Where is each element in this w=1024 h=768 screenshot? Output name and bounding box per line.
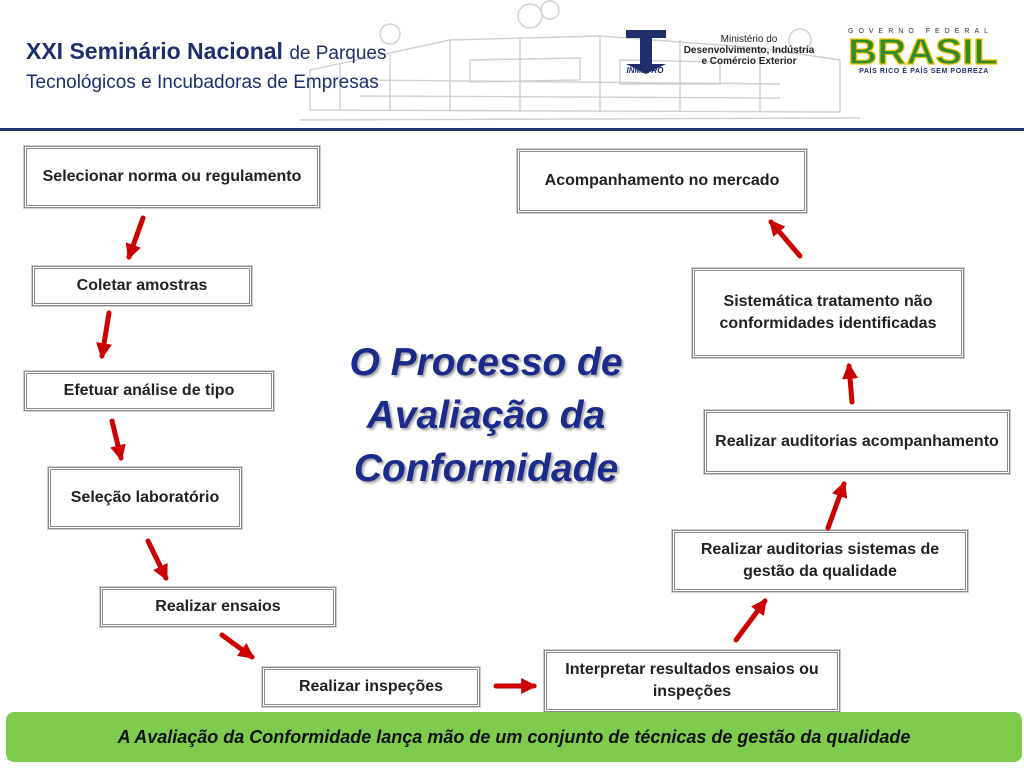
inmetro-logo-icon [626, 30, 666, 74]
arrow-1-to-2 [125, 215, 146, 261]
step-analise-de-tipo: Efetuar análise de tipo [23, 370, 275, 412]
step-tratamento-nao-conformidades: Sistemática tratamento não conformidades… [691, 267, 965, 359]
footer-text: A Avaliação da Conformidade lança mão de… [117, 726, 911, 747]
seminar-title: XXI Seminário Nacional de Parques [26, 38, 387, 65]
header: XXI Seminário Nacional de Parques Tecnol… [0, 0, 1024, 128]
step-auditorias-sistemas: Realizar auditorias sistemas de gestão d… [671, 529, 969, 593]
arrow-4-to-5 [145, 538, 169, 581]
government-slogan: PAÍS RICO É PAÍS SEM POBREZA [859, 68, 989, 75]
step-label: Realizar auditorias acompanhamento [715, 433, 999, 450]
step-label: Selecionar norma ou regulamento [42, 168, 302, 185]
step-label: Coletar amostras [76, 277, 208, 294]
ministry-line3: e Comércio Exterior [701, 56, 797, 67]
step-label: Sistemática tratamento não conformidades… [719, 293, 937, 332]
brasil-logo-text: BRASIL [848, 34, 998, 68]
arrow-9-to-10 [842, 362, 859, 405]
ministry-logo-text: Ministério do Desenvolvimento, Indústria… [676, 34, 822, 67]
step-label: Acompanhamento no mercado [544, 172, 780, 189]
arrow-10-to-11 [768, 219, 803, 259]
step-realizar-ensaios: Realizar ensaios [99, 586, 337, 628]
step-realizar-inspecoes: Realizar inspeções [261, 666, 481, 708]
arrow-5-to-6 [219, 632, 255, 660]
footer-banner: A Avaliação da Conformidade lança mão de… [6, 712, 1022, 762]
arrow-3-to-4 [109, 418, 126, 462]
inmetro-label: INMETRO [626, 66, 664, 75]
seminar-title-bold: XXI Seminário Nacional [26, 38, 283, 64]
step-interpretar-resultados: Interpretar resultados ensaios ou inspeç… [543, 649, 841, 713]
step-label: Efetuar análise de tipo [63, 382, 235, 399]
ministry-line1: Ministério do [720, 34, 778, 45]
step-coletar-amostras: Coletar amostras [31, 265, 253, 307]
step-label: Realizar ensaios [155, 598, 281, 615]
arrow-2-to-3 [96, 310, 112, 360]
diagram-title: O Processo de Avaliação da Conformidade [349, 341, 623, 490]
step-label: Seleção laboratório [70, 489, 220, 506]
step-label: Interpretar resultados ensaios ou inspeç… [565, 661, 819, 700]
arrow-7-to-8 [733, 598, 768, 643]
step-selecao-laboratorio: Seleção laboratório [47, 466, 243, 530]
step-label: Realizar auditorias sistemas de gestão d… [700, 541, 940, 580]
header-divider [0, 128, 1024, 131]
governo-federal-label: GOVERNO FEDERAL [848, 28, 994, 35]
seminar-title-rest: de Parques [289, 43, 387, 64]
step-acompanhamento-mercado: Acompanhamento no mercado [516, 148, 808, 214]
arrow-8-to-9 [825, 480, 848, 531]
step-label: Realizar inspeções [298, 678, 444, 695]
seminar-subtitle: Tecnológicos e Incubadoras de Empresas [26, 72, 379, 93]
ministry-line2: Desenvolvimento, Indústria [683, 45, 815, 56]
step-auditorias-acompanhamento: Realizar auditorias acompanhamento [703, 409, 1011, 475]
building-sketch-illustration [300, 0, 860, 121]
step-selecionar-norma: Selecionar norma ou regulamento [23, 145, 321, 209]
brasil-logo: BRASIL [847, 34, 998, 68]
